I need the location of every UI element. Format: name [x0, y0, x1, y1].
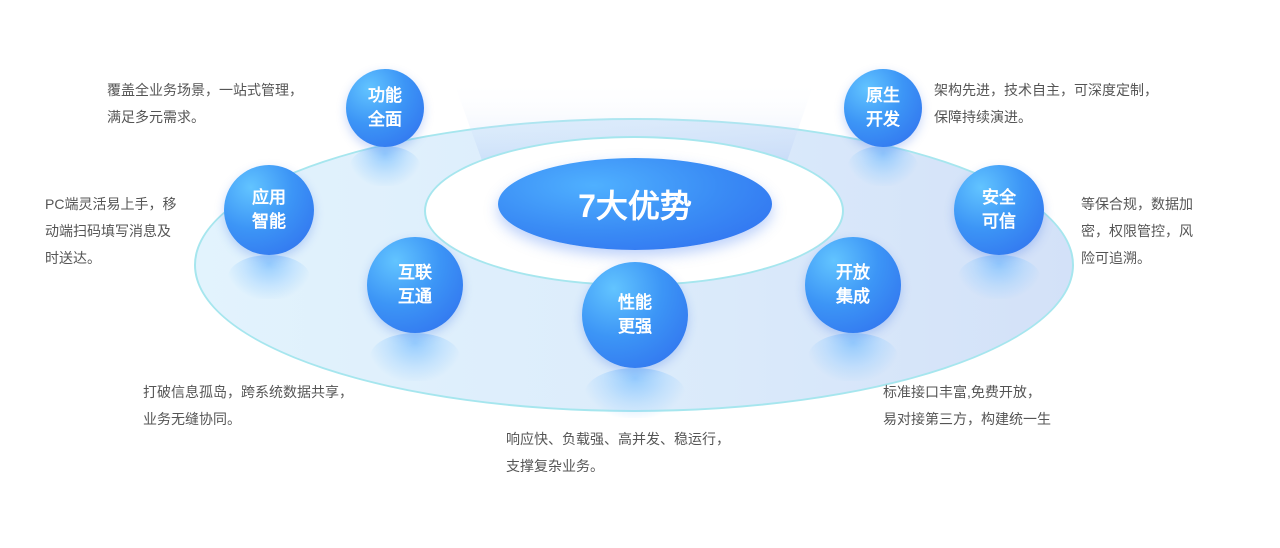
advantage-native: 原生 开发 [844, 69, 922, 147]
reflection [370, 333, 460, 381]
advantage-title: 开发 [866, 110, 900, 129]
advantage-desc: 等保合规，数据加 密，权限管控，风 险可追溯。 [1081, 196, 1193, 266]
advantage-smart: 应用 智能 [224, 165, 314, 255]
advantage-title: 更强 [618, 317, 652, 336]
advantage-title: 安全 [982, 188, 1016, 207]
advantage-performance: 性能 更强 [582, 262, 688, 368]
advantage-desc: 响应快、负载强、高并发、稳运行， 支撑复杂业务。 [506, 431, 730, 474]
reflection [350, 146, 420, 186]
reflection [808, 333, 898, 381]
reflection [228, 255, 310, 299]
advantage-desc: PC端灵活易上手，移 动端扫码填写消息及 时送达。 [45, 196, 177, 266]
advantage-desc: 架构先进，技术自主，可深度定制， 保障持续演进。 [934, 82, 1158, 125]
advantage-title: 智能 [252, 212, 286, 231]
advantage-open: 开放 集成 [805, 237, 901, 333]
advantage-interconnect: 互联 互通 [367, 237, 463, 333]
advantage-title: 性能 [618, 293, 652, 312]
reflection [585, 368, 685, 418]
advantage-title: 互通 [398, 287, 432, 306]
advantage-title: 可信 [982, 212, 1016, 231]
reflection [848, 146, 918, 186]
advantage-title: 功能 [368, 86, 402, 105]
advantage-title: 集成 [836, 287, 870, 306]
center-title: 7大优势 [498, 158, 772, 250]
advantage-desc: 覆盖全业务场景，一站式管理， 满足多元需求。 [107, 82, 303, 125]
advantage-desc: 标准接口丰富,免费开放， 易对接第三方，构建统一生 [883, 384, 1051, 427]
advantage-title: 开放 [836, 263, 870, 282]
reflection [958, 255, 1040, 299]
advantage-desc: 打破信息孤岛，跨系统数据共享， 业务无缝协同。 [143, 384, 353, 427]
advantage-functional: 功能 全面 [346, 69, 424, 147]
advantage-title: 原生 [866, 86, 900, 105]
advantage-title: 全面 [368, 110, 402, 129]
advantage-title: 应用 [252, 188, 286, 207]
advantage-secure: 安全 可信 [954, 165, 1044, 255]
advantage-title: 互联 [398, 263, 432, 282]
